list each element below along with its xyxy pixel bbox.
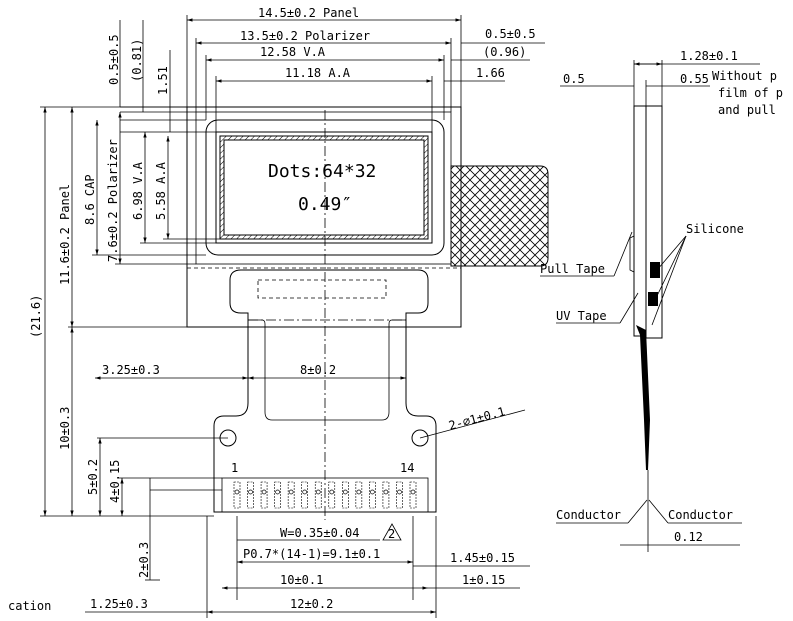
svg-text:2: 2	[388, 527, 395, 541]
svg-text:0.5±0.5: 0.5±0.5	[485, 27, 536, 41]
pin	[342, 481, 349, 509]
pin	[274, 481, 281, 509]
svg-text:1.28±0.1: 1.28±0.1	[680, 49, 738, 63]
pin	[369, 481, 376, 509]
fpc-body	[213, 269, 437, 513]
svg-text:5.58 A.A: 5.58 A.A	[154, 161, 168, 220]
pin-dot	[248, 489, 253, 495]
pin	[355, 481, 363, 509]
svg-text:(0.96): (0.96)	[483, 45, 526, 59]
pin-dot	[356, 489, 362, 495]
svg-text:and pull: and pull	[718, 103, 776, 117]
svg-text:3.25±0.3: 3.25±0.3	[102, 363, 160, 377]
svg-text:W=0.35±0.04: W=0.35±0.04	[280, 526, 359, 540]
pin	[396, 481, 403, 509]
svg-text:6.98 V.A: 6.98 V.A	[131, 161, 145, 220]
svg-text:13.5±0.2 Polarizer: 13.5±0.2 Polarizer	[240, 29, 370, 43]
pin-dot	[397, 489, 402, 495]
svg-text:11.18 A.A: 11.18 A.A	[285, 66, 351, 80]
pin	[314, 481, 322, 509]
svg-text:12.58 V.A: 12.58 V.A	[260, 45, 326, 59]
pin-dot	[315, 489, 321, 495]
svg-text:8.6 CAP: 8.6 CAP	[83, 174, 97, 225]
svg-text:Silicone: Silicone	[686, 222, 744, 236]
svg-text:8±0.2: 8±0.2	[300, 363, 336, 377]
svg-text:4±0.15: 4±0.15	[108, 460, 122, 503]
svg-text:(21.6): (21.6)	[29, 295, 43, 338]
svg-text:film of p: film of p	[718, 86, 783, 100]
svg-text:1.66: 1.66	[476, 66, 505, 80]
svg-text:0.12: 0.12	[674, 530, 703, 544]
svg-text:0.55: 0.55	[680, 72, 709, 86]
fpc-tail-hatched	[450, 165, 549, 267]
svg-text:0.5: 0.5	[563, 72, 585, 86]
left-dimensions: (21.6) 11.6±0.2 Panel 8.6 CAP 7.6±0.2 Po…	[29, 106, 461, 581]
pin-dot	[302, 489, 308, 495]
pin-dot	[234, 489, 240, 495]
svg-text:cation: cation	[8, 599, 51, 613]
pin-dot	[261, 489, 267, 495]
svg-text:Without p: Without p	[712, 69, 777, 83]
svg-text:Conductor: Conductor	[556, 508, 621, 522]
pin	[328, 481, 336, 509]
svg-text:1.51: 1.51	[156, 66, 170, 95]
pin	[409, 481, 417, 509]
pin	[301, 481, 308, 509]
svg-text:UV Tape: UV Tape	[556, 309, 607, 323]
svg-text:(0.81): (0.81)	[130, 39, 144, 82]
svg-text:1.25±0.3: 1.25±0.3	[90, 597, 148, 611]
pin-dot	[329, 489, 335, 495]
va-outline	[215, 131, 433, 244]
svg-text:11.6±0.2 Panel: 11.6±0.2 Panel	[58, 184, 72, 285]
svg-text:Pull Tape: Pull Tape	[540, 262, 605, 276]
svg-text:1±0.15: 1±0.15	[462, 573, 505, 587]
top-dimensions: 14.5±0.2 Panel 13.5±0.2 Polarizer 12.58 …	[107, 6, 545, 133]
svg-text:5±0.2: 5±0.2	[86, 459, 100, 495]
pin-dot	[342, 489, 348, 495]
pin-last-label: 14	[400, 461, 414, 475]
svg-text:P0.7*(14-1)=9.1±0.1: P0.7*(14-1)=9.1±0.1	[243, 547, 380, 561]
pin-dot	[383, 489, 389, 495]
svg-text:12±0.2: 12±0.2	[290, 597, 333, 611]
svg-text:10±0.1: 10±0.1	[280, 573, 323, 587]
pin	[382, 481, 390, 509]
front-view: Dots:64*32 0.49″ 1 14	[186, 106, 549, 520]
pin-dot	[410, 489, 416, 495]
dots-label: Dots:64*32	[268, 161, 376, 182]
svg-text:2-∅1±0.1: 2-∅1±0.1	[447, 404, 506, 432]
svg-text:7.6±0.2 Polarizer: 7.6±0.2 Polarizer	[106, 139, 120, 262]
mount-hole-right	[411, 429, 429, 447]
pin-dot	[288, 489, 294, 495]
svg-text:2±0.3: 2±0.3	[137, 542, 151, 578]
pin-dot	[275, 489, 280, 495]
svg-text:Conductor: Conductor	[668, 508, 733, 522]
fpc-window	[257, 279, 387, 299]
svg-text:10±0.3: 10±0.3	[58, 407, 72, 450]
pin	[260, 481, 268, 509]
side-view: 1.28±0.1 0.5 0.55 Without p film of p an…	[540, 49, 783, 552]
svg-text:14.5±0.2 Panel: 14.5±0.2 Panel	[258, 6, 359, 20]
pin	[287, 481, 295, 509]
pin	[247, 481, 254, 509]
svg-text:0.5±0.5: 0.5±0.5	[107, 34, 121, 85]
pin-dot	[370, 489, 375, 495]
pin-first-label: 1	[231, 461, 238, 475]
svg-text:1.45±0.15: 1.45±0.15	[450, 551, 515, 565]
pin	[233, 481, 241, 509]
